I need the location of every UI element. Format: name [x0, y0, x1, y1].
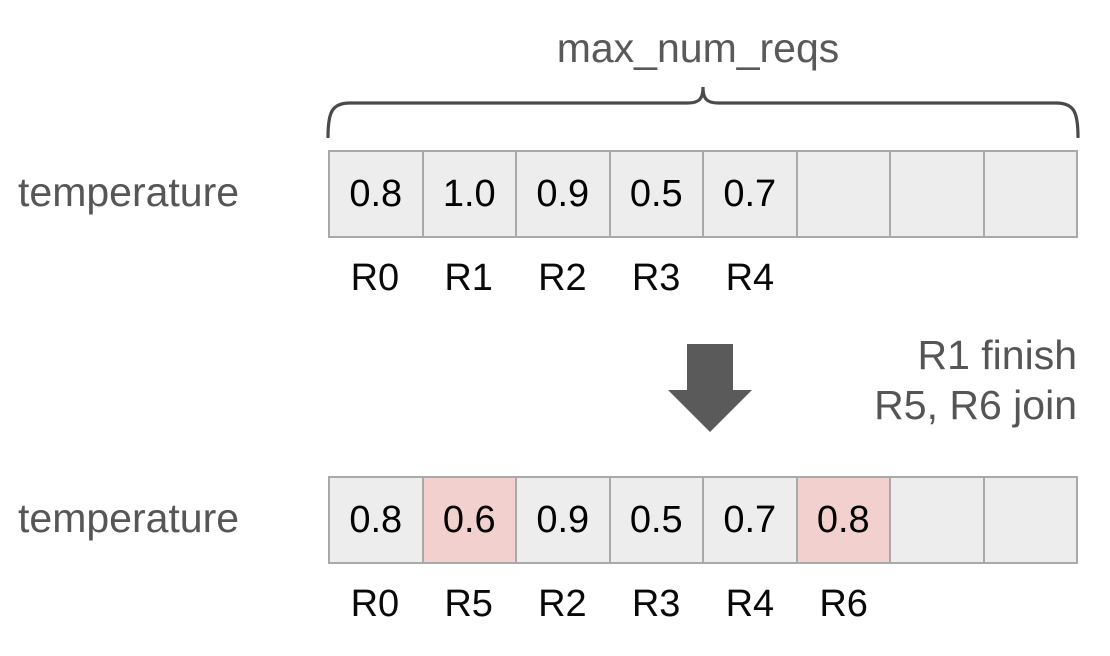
cell-value: 1.0	[442, 173, 496, 215]
buffer-cell: 0.8	[330, 152, 424, 236]
request-id: R5	[444, 583, 493, 625]
buffer-cell: 0.7	[704, 478, 798, 562]
request-id: R1	[444, 257, 493, 299]
buffer-cell	[797, 152, 891, 236]
temperature-label-before: temperature	[18, 169, 240, 215]
temperature-buffer-after: 0.8 0.6 0.9 0.5 0.7 0.8	[328, 476, 1078, 564]
request-id: R3	[631, 583, 681, 625]
down-arrow-glyph	[668, 344, 752, 432]
request-id: R4	[725, 257, 775, 299]
request-id	[891, 256, 985, 300]
buffer-cell: 0.9	[517, 152, 611, 236]
transition-note-line-1: R1 finish	[917, 332, 1077, 378]
request-id	[797, 256, 891, 300]
request-id: R3	[631, 257, 681, 299]
cell-value: 0.6	[442, 499, 496, 541]
down-arrow-icon	[662, 340, 758, 436]
buffer-cell	[891, 478, 985, 562]
request-id: R6	[819, 583, 868, 625]
request-id: R2	[538, 257, 587, 299]
temperature-label-after: temperature	[18, 495, 240, 541]
buffer-cell-highlighted: 0.8	[797, 478, 891, 562]
cell-value: 0.7	[723, 173, 777, 215]
request-id	[984, 256, 1078, 300]
buffer-cell: 0.5	[610, 478, 704, 562]
buffer-cell: 0.5	[610, 152, 704, 236]
brace-icon	[326, 86, 1080, 138]
request-id: R0	[350, 257, 400, 299]
max-num-reqs-caption: max_num_reqs	[556, 25, 840, 71]
buffer-cell: 0.8	[330, 478, 424, 562]
request-id	[984, 582, 1078, 626]
request-id: R2	[538, 583, 587, 625]
temperature-buffer-before: 0.8 1.0 0.9 0.5 0.7	[328, 150, 1078, 238]
cell-value: 0.8	[349, 499, 403, 541]
buffer-cell-highlighted: 0.6	[423, 478, 517, 562]
cell-value: 0.7	[723, 499, 777, 541]
transition-note-line-2: R5, R6 join	[874, 382, 1077, 428]
buffer-cell: 1.0	[423, 152, 517, 236]
cell-value: 0.9	[536, 173, 590, 215]
buffer-cell: 0.7	[704, 152, 798, 236]
cell-value: 0.8	[349, 173, 403, 215]
cell-value: 0.8	[816, 499, 870, 541]
buffer-cell: 0.9	[517, 478, 611, 562]
cell-value: 0.9	[536, 499, 590, 541]
request-id: R0	[350, 583, 400, 625]
request-id-row-after: R0 R5 R2 R3 R4 R6	[328, 582, 1078, 626]
buffer-cell	[984, 152, 1076, 236]
request-id	[891, 582, 985, 626]
buffer-cell	[984, 478, 1076, 562]
transition-note: R1 finish R5, R6 join	[874, 330, 1077, 430]
cell-value: 0.5	[629, 173, 683, 215]
cell-value: 0.5	[629, 499, 683, 541]
request-id: R4	[725, 583, 775, 625]
buffer-cell	[891, 152, 985, 236]
max-num-reqs-brace	[326, 86, 1080, 138]
request-id-row-before: R0 R1 R2 R3 R4	[328, 256, 1078, 300]
